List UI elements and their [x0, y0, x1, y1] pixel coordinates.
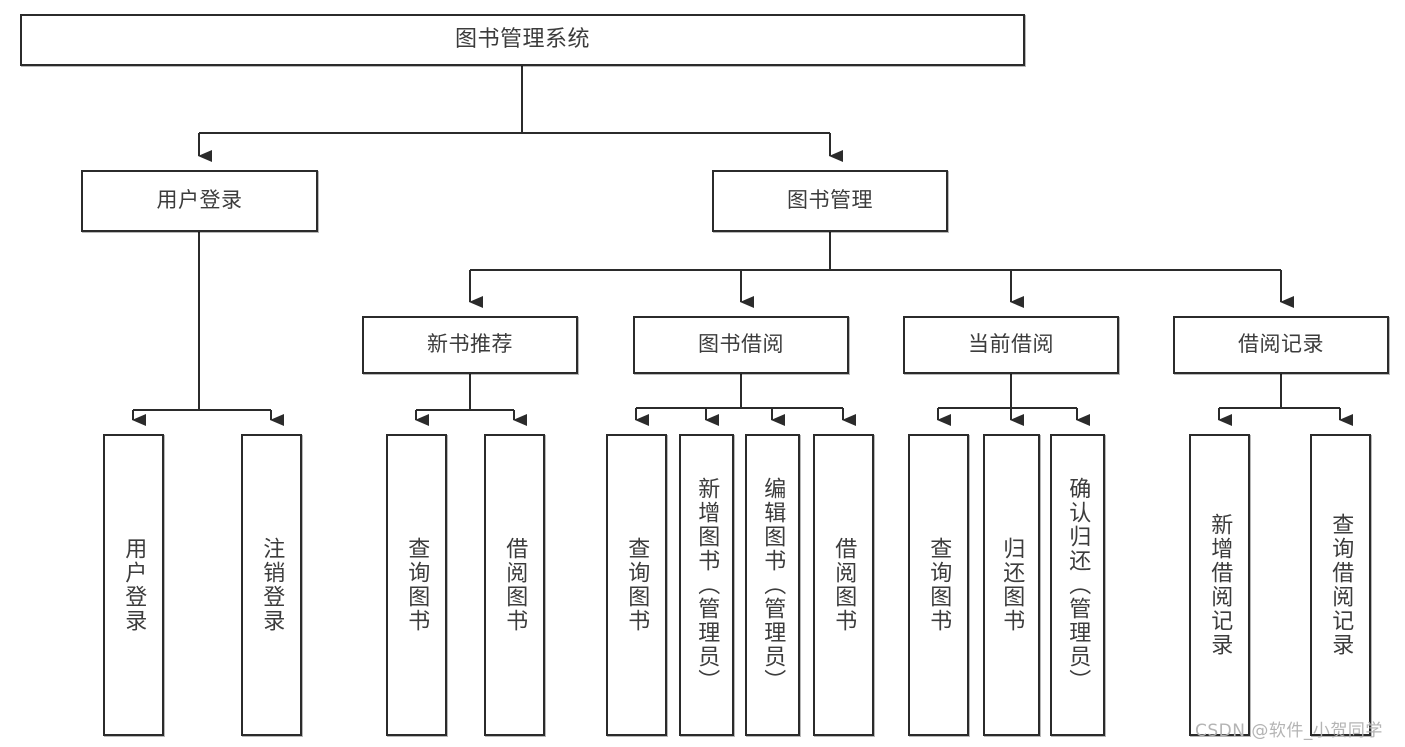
node-leaf-borrow-book-rec-label: 借阅图书 — [502, 537, 528, 633]
node-current-borrow-label: 当前借阅 — [968, 332, 1054, 357]
node-leaf-query-book-current-label: 查询图书 — [926, 537, 952, 633]
node-leaf-confirm-return-admin-label: 确认归还（管理员） — [1065, 477, 1091, 693]
node-leaf-return-book-label: 归还图书 — [999, 537, 1025, 633]
node-leaf-query-book-rec[interactable]: 查询图书 — [386, 434, 447, 736]
node-leaf-query-borrow-record[interactable]: 查询借阅记录 — [1310, 434, 1371, 736]
csdn-watermark: CSDN @软件_小贺同学 — [1195, 721, 1383, 741]
node-book-borrow-label: 图书借阅 — [698, 332, 784, 357]
node-leaf-user-login[interactable]: 用户登录 — [103, 434, 164, 736]
node-leaf-user-login-label: 用户登录 — [121, 537, 147, 633]
node-leaf-query-book-current[interactable]: 查询图书 — [908, 434, 969, 736]
node-book-manage-label: 图书管理 — [787, 188, 873, 213]
node-leaf-query-book-borrow-label: 查询图书 — [624, 537, 650, 633]
node-new-book-recommend-label: 新书推荐 — [427, 332, 513, 357]
node-root[interactable]: 图书管理系统 — [20, 14, 1025, 66]
node-leaf-edit-book-admin[interactable]: 编辑图书（管理员） — [745, 434, 800, 736]
node-book-manage[interactable]: 图书管理 — [712, 170, 948, 232]
node-book-borrow[interactable]: 图书借阅 — [633, 316, 849, 374]
node-leaf-add-book-admin-label: 新增图书（管理员） — [694, 477, 720, 693]
node-leaf-borrow-book-borrow-label: 借阅图书 — [831, 537, 857, 633]
node-leaf-edit-book-admin-label: 编辑图书（管理员） — [760, 477, 786, 693]
node-leaf-add-book-admin[interactable]: 新增图书（管理员） — [679, 434, 734, 736]
node-new-book-recommend[interactable]: 新书推荐 — [362, 316, 578, 374]
node-leaf-return-book[interactable]: 归还图书 — [983, 434, 1040, 736]
node-leaf-add-borrow-record-label: 新增借阅记录 — [1207, 513, 1233, 657]
node-leaf-confirm-return-admin[interactable]: 确认归还（管理员） — [1050, 434, 1105, 736]
node-borrow-record[interactable]: 借阅记录 — [1173, 316, 1389, 374]
node-leaf-query-book-rec-label: 查询图书 — [404, 537, 430, 633]
node-leaf-logout-login-label: 注销登录 — [259, 537, 285, 633]
node-leaf-borrow-book-borrow[interactable]: 借阅图书 — [813, 434, 874, 736]
node-borrow-record-label: 借阅记录 — [1238, 332, 1324, 357]
node-leaf-borrow-book-rec[interactable]: 借阅图书 — [484, 434, 545, 736]
node-user-login[interactable]: 用户登录 — [81, 170, 318, 232]
node-user-login-label: 用户登录 — [156, 188, 243, 213]
node-current-borrow[interactable]: 当前借阅 — [903, 316, 1119, 374]
node-leaf-query-borrow-record-label: 查询借阅记录 — [1328, 513, 1354, 657]
node-root-label: 图书管理系统 — [454, 26, 590, 52]
node-leaf-add-borrow-record[interactable]: 新增借阅记录 — [1189, 434, 1250, 736]
node-leaf-query-book-borrow[interactable]: 查询图书 — [606, 434, 667, 736]
node-leaf-logout-login[interactable]: 注销登录 — [241, 434, 302, 736]
